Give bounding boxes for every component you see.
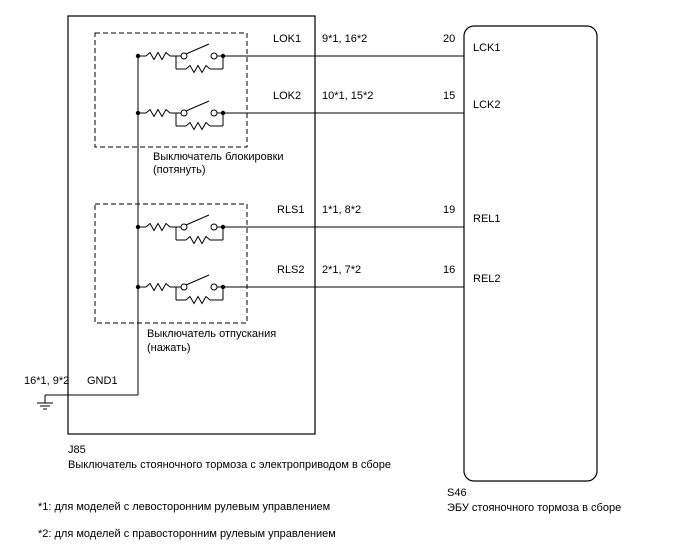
switch-lever-icon xyxy=(185,100,210,112)
switch-contact-icon xyxy=(210,52,218,60)
ground-symbol-icon xyxy=(37,402,53,410)
ecu-pin-19: 19 xyxy=(443,204,455,216)
ecu-pin-16: 16 xyxy=(443,264,455,276)
resistor-icon xyxy=(185,64,211,74)
switch-lever-icon xyxy=(185,214,210,226)
ground-pins: 16*1, 9*2 xyxy=(24,375,69,387)
ecu-component-name: ЭБУ стояночного тормоза в сборе xyxy=(447,502,621,514)
switch-connector-id: J85 xyxy=(68,444,86,456)
ecu-terminal-rel1: REL1 xyxy=(473,213,501,225)
ecu-terminal-lck2: LCK2 xyxy=(473,99,501,111)
ground-terminal: GND1 xyxy=(87,375,118,387)
switch-contact-icon xyxy=(180,223,188,231)
resistor-icon xyxy=(185,295,211,305)
lock-switch-caption-line2: (потянуть) xyxy=(153,164,206,176)
switch-terminal-lok1: LOK1 xyxy=(273,33,301,45)
pins-rls2: 2*1, 7*2 xyxy=(322,264,361,276)
switch-contact-icon xyxy=(180,52,188,60)
switch-symbol-4 xyxy=(135,274,226,305)
switch-contact-icon xyxy=(210,223,218,231)
lock-switch-caption-line1: Выключатель блокировки xyxy=(153,151,284,163)
switch-contact-icon xyxy=(180,283,188,291)
ecu-pin-20: 20 xyxy=(443,33,455,45)
wire-lines xyxy=(223,55,464,288)
pins-lok2: 10*1, 15*2 xyxy=(322,90,373,102)
ecu-terminal-lck1: LCK1 xyxy=(473,42,501,54)
ecu-connector-id: S46 xyxy=(447,487,467,499)
switch-terminal-rls2: RLS2 xyxy=(277,264,305,276)
switch-component-name: Выключатель стояночного тормоза с электр… xyxy=(68,459,391,471)
switch-assembly-box xyxy=(67,15,316,435)
switch-symbol-3 xyxy=(135,214,226,245)
pins-lok1: 9*1, 16*2 xyxy=(322,33,367,45)
footnote-1: *1: для моделей с левосторонним рулевым … xyxy=(38,501,330,513)
ecu-box xyxy=(463,25,598,482)
switch-terminal-lok2: LOK2 xyxy=(273,90,301,102)
switch-symbol-2 xyxy=(135,100,226,131)
switch-contact-icon xyxy=(180,109,188,117)
switch-contact-icon xyxy=(210,283,218,291)
switch-terminal-rls1: RLS1 xyxy=(277,204,305,216)
footnote-2: *2: для моделей с правосторонним рулевым… xyxy=(38,528,336,540)
switch-lever-icon xyxy=(185,43,210,55)
switch-contact-icon xyxy=(210,109,218,117)
release-switch-caption-line1: Выключатель отпускания xyxy=(147,328,276,340)
resistor-icon xyxy=(185,121,211,131)
release-switch-caption-line2: (нажать) xyxy=(147,342,191,354)
lock-switch-frame xyxy=(94,32,248,148)
resistor-icon xyxy=(185,235,211,245)
ecu-terminal-rel2: REL2 xyxy=(473,273,501,285)
switch-lever-icon xyxy=(185,274,210,286)
switch-symbol-1 xyxy=(135,43,226,74)
release-switch-frame xyxy=(94,203,248,324)
pins-rls1: 1*1, 8*2 xyxy=(322,204,361,216)
resistor-icon xyxy=(145,51,171,61)
switch-group xyxy=(135,43,226,305)
resistor-icon xyxy=(145,108,171,118)
resistor-icon xyxy=(145,222,171,232)
ecu-pin-15: 15 xyxy=(443,90,455,102)
resistor-icon xyxy=(145,282,171,292)
